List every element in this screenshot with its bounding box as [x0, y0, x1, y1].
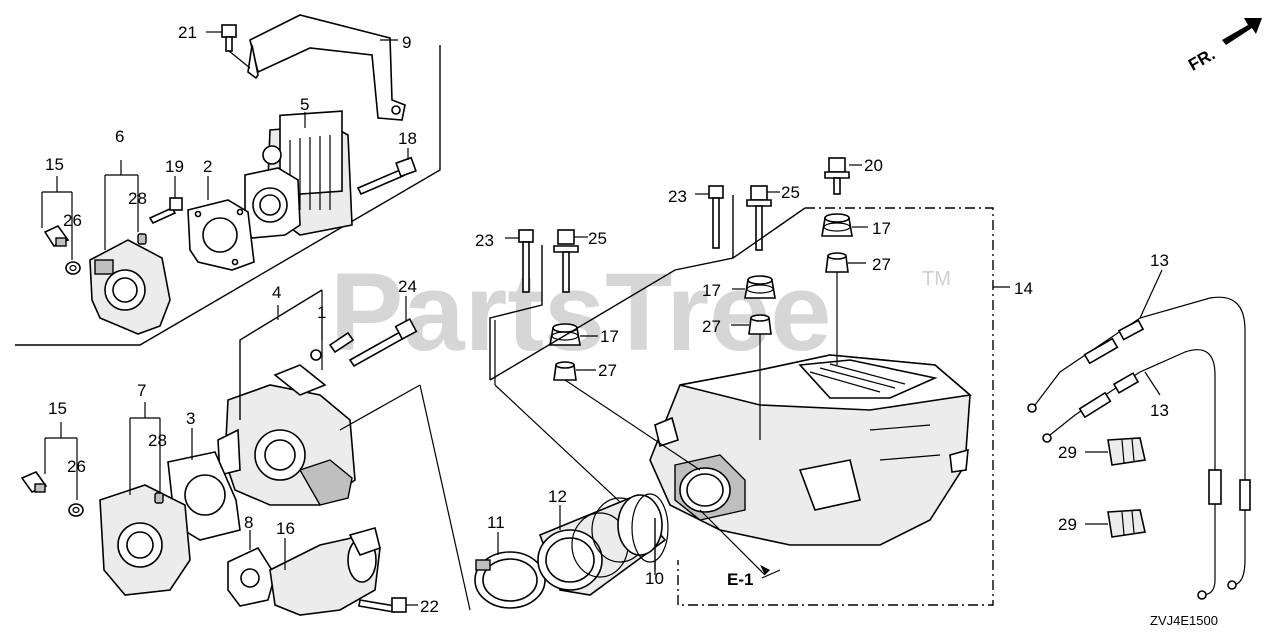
callout-29-upper: 29 — [1058, 443, 1077, 462]
callout-14: 14 — [1014, 279, 1033, 298]
callout-2: 2 — [203, 157, 212, 176]
part-27-collar-left — [553, 361, 701, 471]
part-27-collar-right — [825, 252, 866, 365]
callout-18: 18 — [398, 129, 417, 148]
part-26-washer-lower — [68, 503, 84, 517]
part-22-bolt — [358, 597, 418, 613]
callout-9: 9 — [402, 33, 411, 52]
callout-13-upper: 13 — [1150, 251, 1169, 270]
part-24-bolt — [348, 296, 418, 368]
part-5-throttle-body — [244, 110, 353, 239]
callout-27-left: 27 — [598, 361, 617, 380]
callout-28-upper: 28 — [128, 189, 147, 208]
part-16-elbow — [269, 527, 381, 616]
callout-3: 3 — [186, 409, 195, 428]
callout-26-lower: 26 — [67, 457, 86, 476]
part-6-spacer — [89, 160, 171, 335]
part-27-collar-mid — [731, 314, 772, 440]
front-direction-label: FR. — [1185, 45, 1218, 75]
part-12-boot — [537, 494, 667, 596]
part-25-bolt-left — [553, 229, 588, 293]
callout-17-left: 17 — [600, 327, 619, 346]
part-17-grommet-left — [549, 323, 598, 346]
callout-6: 6 — [115, 127, 124, 146]
part-7-spacer — [99, 402, 191, 596]
front-direction-arrow-icon: FR. — [1185, 18, 1262, 75]
part-20-bolt — [824, 157, 862, 195]
callout-13-lower: 13 — [1150, 401, 1169, 420]
callout-27-right: 27 — [872, 255, 891, 274]
callout-25-left: 25 — [588, 229, 607, 248]
callout-27-mid: 27 — [702, 317, 721, 336]
callout-16: 16 — [276, 519, 295, 538]
part-14-group-frame — [654, 207, 1010, 606]
callout-7: 7 — [137, 381, 146, 400]
part-23-bolt-mid — [489, 185, 734, 381]
part-17-grommet-right — [821, 213, 868, 237]
part-17-grommet-mid — [732, 275, 776, 299]
callout-12: 12 — [548, 487, 567, 506]
callout-1: 1 — [317, 303, 326, 322]
callout-29-lower: 29 — [1058, 515, 1077, 534]
part-21-bolt — [206, 24, 251, 69]
part-11-clamp — [474, 532, 546, 609]
part-15-sensor-lower — [20, 422, 78, 500]
part-15-sensor-upper — [41, 176, 73, 260]
callout-15-upper: 15 — [45, 155, 64, 174]
part-25-bolt-mid — [746, 185, 780, 251]
callout-4: 4 — [272, 283, 281, 302]
callout-28-lower: 28 — [148, 431, 167, 450]
part-2-gasket — [187, 176, 255, 271]
part-13-cable-lower — [1042, 349, 1222, 600]
part-29-clip-upper — [1085, 437, 1146, 466]
reference-e1 — [699, 509, 781, 579]
part-19-bolt — [148, 176, 183, 225]
trademark-mark: TM — [922, 268, 951, 290]
callout-15-lower: 15 — [48, 399, 67, 418]
diagram-code: ZVJ4E1500 — [1150, 613, 1218, 628]
mount-frame-lines — [732, 207, 806, 259]
upper-group-frame — [15, 45, 441, 346]
part-18-bolt — [356, 148, 417, 196]
part-28-pin-lower — [154, 492, 164, 504]
callout-25-mid: 25 — [781, 183, 800, 202]
callout-labels: 21 9 5 18 6 15 19 2 28 26 4 1 24 7 3 15 … — [45, 23, 1218, 628]
watermark: PartsTree TM — [330, 251, 951, 374]
callout-8: 8 — [244, 513, 253, 532]
callout-24: 24 — [398, 277, 417, 296]
callout-17-mid: 17 — [702, 281, 721, 300]
part-13-cable-upper — [1027, 269, 1251, 590]
callout-10: 10 — [645, 569, 664, 588]
part-28-pin-upper — [137, 233, 147, 245]
part-4-throttle-body — [217, 289, 356, 506]
callout-22: 22 — [420, 597, 439, 616]
part-8-gasket — [227, 530, 276, 607]
callout-19: 19 — [165, 157, 184, 176]
reference-label-e1: E-1 — [727, 570, 753, 589]
part-29-clip-lower — [1085, 509, 1146, 538]
callout-26-upper: 26 — [63, 211, 82, 230]
callout-20: 20 — [864, 156, 883, 175]
part-26-washer-upper — [65, 261, 81, 275]
callout-5: 5 — [300, 95, 309, 114]
callout-17-right: 17 — [872, 219, 891, 238]
callout-21: 21 — [178, 23, 197, 42]
callout-23-left: 23 — [475, 231, 494, 250]
part-9-bracket — [247, 14, 406, 121]
watermark-text: PartsTree — [330, 251, 831, 374]
callout-23-mid: 23 — [668, 187, 687, 206]
part-14-air-cleaner — [649, 354, 972, 546]
callout-11: 11 — [487, 513, 505, 532]
part-1-fitting — [310, 318, 355, 361]
part-23-bolt-left — [489, 229, 543, 380]
